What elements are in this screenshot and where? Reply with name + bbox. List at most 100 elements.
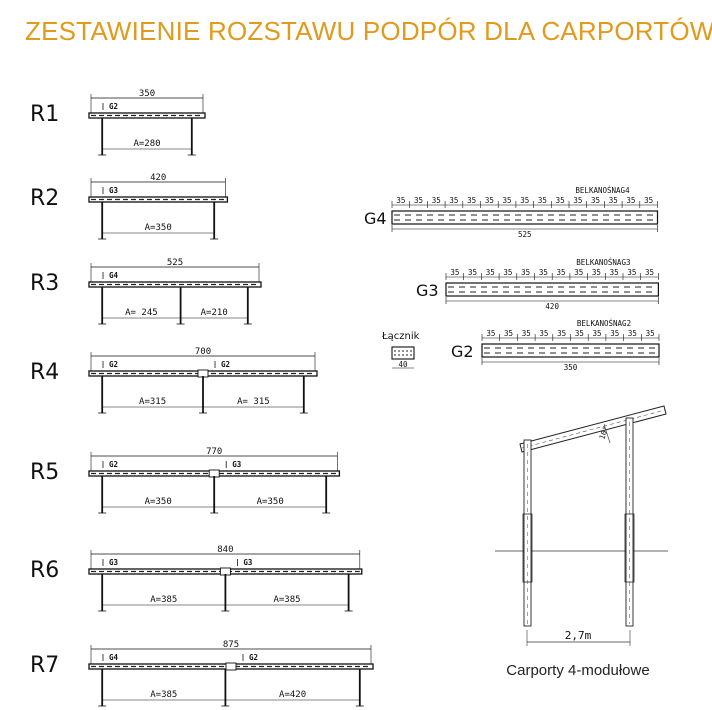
connector-legend: Łącznik 40 — [381, 331, 420, 369]
beam-length-label: 350 — [564, 363, 578, 372]
beam-type-label: G4 — [109, 271, 119, 280]
beam-segment-label: 35 — [645, 268, 654, 277]
connector-shape — [391, 346, 415, 360]
beam-segment-label: 35 — [486, 268, 495, 277]
beam-type-label: G2 — [109, 360, 118, 369]
beam-body — [445, 282, 659, 297]
beam-segment-label: 35 — [644, 196, 653, 205]
beam-segment-label: 35 — [610, 268, 619, 277]
config-total-length: 770 — [206, 447, 222, 457]
beam-segment-label: 35 — [610, 329, 619, 338]
beam-segment-label: 35 — [503, 196, 512, 205]
beam-segment-label: 35 — [432, 196, 441, 205]
carport-side-view: 10° 2,7m Carporty 4-modułowe — [495, 405, 668, 679]
beam-type-label: G4 — [364, 209, 387, 228]
beam-joint — [208, 469, 220, 478]
beam-segment-label: 35 — [414, 196, 423, 205]
beam-segment-label: 35 — [468, 268, 477, 277]
beam-type-label: G3 — [243, 558, 253, 567]
beam-type-label: G3 — [416, 281, 439, 300]
beam-segment-label: 35 — [538, 196, 547, 205]
beam-segment-label: 35 — [486, 329, 495, 338]
config-label: R5 — [30, 460, 59, 485]
config-label: R6 — [30, 558, 59, 583]
beam-segment-label: 35 — [556, 196, 565, 205]
beam-segment-label: 35 — [574, 268, 583, 277]
beam-name: BELKANOŚNAG3 — [576, 258, 630, 267]
page-title: ZESTAWIENIE ROZSTAWU PODPÓR DLA CARPORTÓ… — [25, 16, 712, 46]
beam-segment-label: 35 — [627, 268, 636, 277]
beam-type-label: G2 — [109, 460, 118, 469]
config-total-length: 525 — [167, 258, 183, 268]
config-label: R3 — [30, 271, 59, 296]
beam-segment-label: 35 — [450, 268, 459, 277]
beam-segment-label: 35 — [557, 329, 566, 338]
beam-segment-label: 35 — [539, 329, 548, 338]
carport-caption: Carporty 4-modułowe — [506, 662, 649, 679]
config-label: R7 — [30, 653, 59, 678]
config-total-length: 875 — [223, 640, 239, 650]
beam-segment-label: 35 — [504, 329, 513, 338]
beam-segment-label: 35 — [520, 196, 529, 205]
post-spacing-label: A=350 — [145, 223, 172, 233]
beam-length-label: 525 — [518, 230, 532, 239]
beam-joint — [219, 567, 231, 576]
beam-joint — [225, 662, 237, 671]
config-total-length: 700 — [195, 347, 211, 357]
beam-segment-label: 35 — [521, 268, 530, 277]
beam-segment-label: 35 — [591, 196, 600, 205]
beam-segment-label: 35 — [593, 329, 602, 338]
beam-joint — [197, 369, 209, 378]
post-spacing-label: A=280 — [133, 139, 160, 149]
beam-segment-label: 35 — [449, 196, 458, 205]
beam-name: BELKANOŚNAG2 — [577, 319, 631, 328]
beam-type-label: G2 — [221, 360, 230, 369]
beam-segment-label: 35 — [626, 196, 635, 205]
beam-type-label: G3 — [109, 558, 119, 567]
post-spacing-label: A= 315 — [237, 397, 270, 407]
post-spacing-label: A=420 — [279, 690, 306, 700]
beam-segment-label: 35 — [467, 196, 476, 205]
beam-type-label: G2 — [109, 102, 118, 111]
beam-segment-label: 35 — [522, 329, 531, 338]
beam-segment-label: 35 — [503, 268, 512, 277]
beam-type-label: G2 — [451, 342, 474, 361]
beam-segment-label: 35 — [573, 196, 582, 205]
connector-label: Łącznik — [381, 331, 420, 342]
beam-type-label: G3 — [232, 460, 242, 469]
config-total-length: 840 — [217, 545, 233, 555]
post-spacing-label: A=210 — [201, 308, 228, 318]
beam-type-label: G2 — [249, 653, 258, 662]
post-spacing-label: A=385 — [273, 595, 300, 605]
beam-segment-label: 35 — [646, 329, 655, 338]
post-spacing-label: A=385 — [150, 690, 177, 700]
carport-width-label: 2,7m — [565, 629, 592, 642]
beam-name: BELKANOŚNAG4 — [575, 186, 630, 195]
beam-segment-label: 35 — [628, 329, 637, 338]
beam-segment-label: 35 — [609, 196, 618, 205]
beam-segment-label: 35 — [396, 196, 405, 205]
beam-type-label: G3 — [109, 186, 119, 195]
beam-body — [481, 343, 660, 358]
post-spacing-label: A=385 — [150, 595, 177, 605]
beam-segment-label: 35 — [485, 196, 494, 205]
beam-type-label: G4 — [109, 653, 119, 662]
config-total-length: 350 — [139, 89, 155, 99]
config-total-length: 420 — [150, 173, 166, 183]
beam-segment-label: 35 — [557, 268, 566, 277]
beam-legend: BELKANOŚNAG4 35 35 35 35 35 35 35 35 35 35 35 35 35 35… — [364, 186, 660, 372]
roof-angle-label: 10° — [597, 425, 610, 441]
connector-length-label: 40 — [398, 360, 408, 369]
